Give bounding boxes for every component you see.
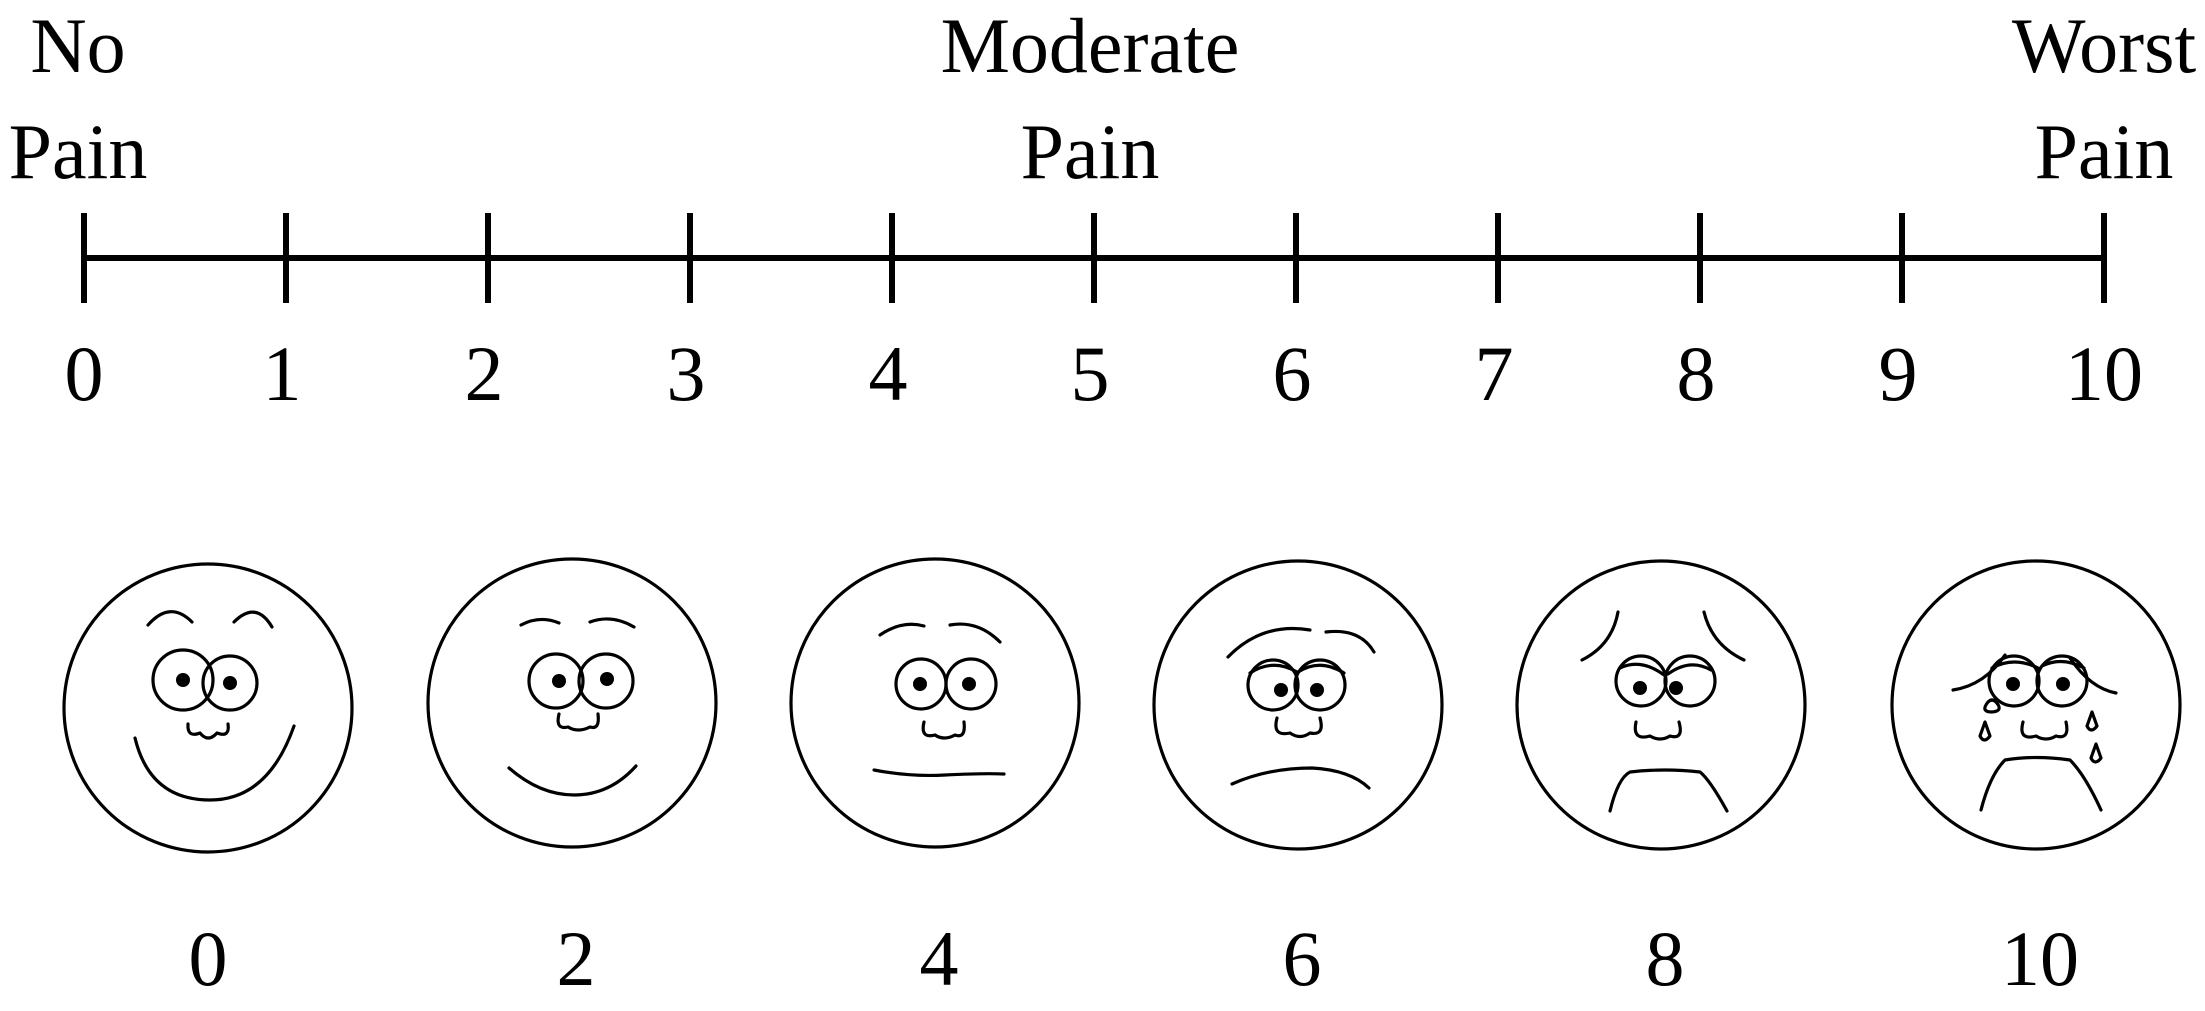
brow-right <box>1702 610 1746 662</box>
eye-left <box>151 648 215 712</box>
pupil-left <box>552 674 566 688</box>
pupil-left <box>1274 683 1288 697</box>
eye-right <box>1293 658 1347 712</box>
lid-right <box>2040 659 2086 670</box>
anchor-no-pain-line2: Pain <box>9 108 148 195</box>
tear-drop-right-lower-icon <box>2089 742 2103 764</box>
lid-right <box>1666 663 1713 676</box>
eye-right <box>577 652 635 710</box>
pupil-right <box>1310 683 1324 697</box>
eye-right <box>201 654 259 712</box>
pupil-left <box>2006 677 2020 691</box>
face-label-4: 4 <box>920 915 959 1002</box>
pupil-right <box>223 676 237 690</box>
face-label-10: 10 <box>2001 915 2079 1002</box>
brow-right <box>232 610 274 629</box>
lid-left <box>1248 663 1299 675</box>
anchor-worst-pain-line1: Worst <box>2012 2 2197 89</box>
brow-right <box>948 622 1002 644</box>
tick-label-3: 3 <box>667 330 706 417</box>
mouth-smile <box>507 764 638 797</box>
face-outline <box>789 557 1081 849</box>
tick-label-9: 9 <box>1879 330 1918 417</box>
tick-label-4: 4 <box>869 330 908 417</box>
lid-left <box>1618 662 1666 677</box>
face-label-6: 6 <box>1283 915 1322 1002</box>
face-value-labels: 0 2 4 6 8 10 <box>189 915 2080 1002</box>
nose <box>2020 720 2069 741</box>
face-4-neutral <box>789 557 1081 849</box>
pupil-right <box>1669 681 1683 695</box>
face-outline <box>1152 559 1444 851</box>
brow-right <box>1324 629 1376 654</box>
nose <box>556 712 600 732</box>
mouth-flat <box>872 768 1006 778</box>
tick-label-1: 1 <box>263 330 302 417</box>
nose <box>921 720 966 740</box>
face-label-0: 0 <box>189 915 228 1002</box>
brow-left <box>519 617 561 627</box>
pupil-right <box>2056 677 2070 691</box>
eye-right <box>1663 654 1717 708</box>
brow-left <box>146 610 194 627</box>
nose <box>186 722 230 740</box>
pupil-right <box>962 677 976 691</box>
anchor-no-pain-line1: No <box>30 2 125 89</box>
pupil-left <box>1633 681 1647 695</box>
brow-right <box>588 617 636 629</box>
tear-drop-left-icon <box>1978 720 1992 742</box>
tick-label-2: 2 <box>465 330 504 417</box>
lid-left <box>1990 660 2040 670</box>
eye-left <box>1246 658 1300 712</box>
nose <box>1274 716 1323 739</box>
tick-label-0: 0 <box>65 330 104 417</box>
anchor-worst-pain: Worst Pain <box>2012 2 2197 195</box>
eye-right <box>2035 654 2089 708</box>
face-0-smiling <box>62 562 354 854</box>
eye-left <box>1987 654 2041 708</box>
eye-left <box>527 652 585 710</box>
brow-left <box>1226 626 1312 659</box>
tick-label-8: 8 <box>1677 330 1716 417</box>
numeric-scale-axis: 0 1 2 3 4 5 6 7 8 9 10 <box>65 213 2143 417</box>
pupil-left <box>913 677 927 691</box>
anchor-moderate-pain-line1: Moderate <box>941 2 1240 89</box>
face-outline <box>1890 559 2182 851</box>
mouth-crying <box>1979 755 2103 812</box>
anchor-no-pain: No Pain <box>9 2 148 195</box>
tear-drop-right-upper-icon <box>2085 710 2099 732</box>
anchor-moderate-pain: Moderate Pain <box>941 2 1240 195</box>
face-10-crying <box>1890 559 2182 851</box>
nose <box>1633 720 1682 741</box>
anchor-worst-pain-line2: Pain <box>2035 108 2174 195</box>
brow-left <box>1580 610 1620 662</box>
face-outline <box>426 557 718 849</box>
mouth-grimace <box>1608 768 1729 813</box>
face-8-distressed <box>1515 559 1807 851</box>
mouth-frown <box>1230 766 1371 790</box>
face-outline <box>62 562 354 854</box>
face-label-2: 2 <box>557 915 596 1002</box>
eye-right <box>944 657 998 711</box>
face-6-frowning <box>1152 559 1444 851</box>
tick-label-7: 7 <box>1475 330 1514 417</box>
tear-near-eye-icon <box>1983 698 2001 714</box>
tick-label-6: 6 <box>1273 330 1312 417</box>
face-outline <box>1515 559 1807 851</box>
face-label-8: 8 <box>1646 915 1685 1002</box>
mouth-smile <box>133 724 296 802</box>
face-2-slight-smile <box>426 557 718 849</box>
pupil-right <box>600 672 614 686</box>
brow-left <box>878 622 926 637</box>
tick-label-5: 5 <box>1071 330 1110 417</box>
brow-left <box>1951 653 2007 692</box>
lid-right <box>1296 663 1346 675</box>
anchor-moderate-pain-line2: Pain <box>1021 108 1160 195</box>
pupil-left <box>176 673 190 687</box>
tick-label-10: 10 <box>2065 330 2143 417</box>
